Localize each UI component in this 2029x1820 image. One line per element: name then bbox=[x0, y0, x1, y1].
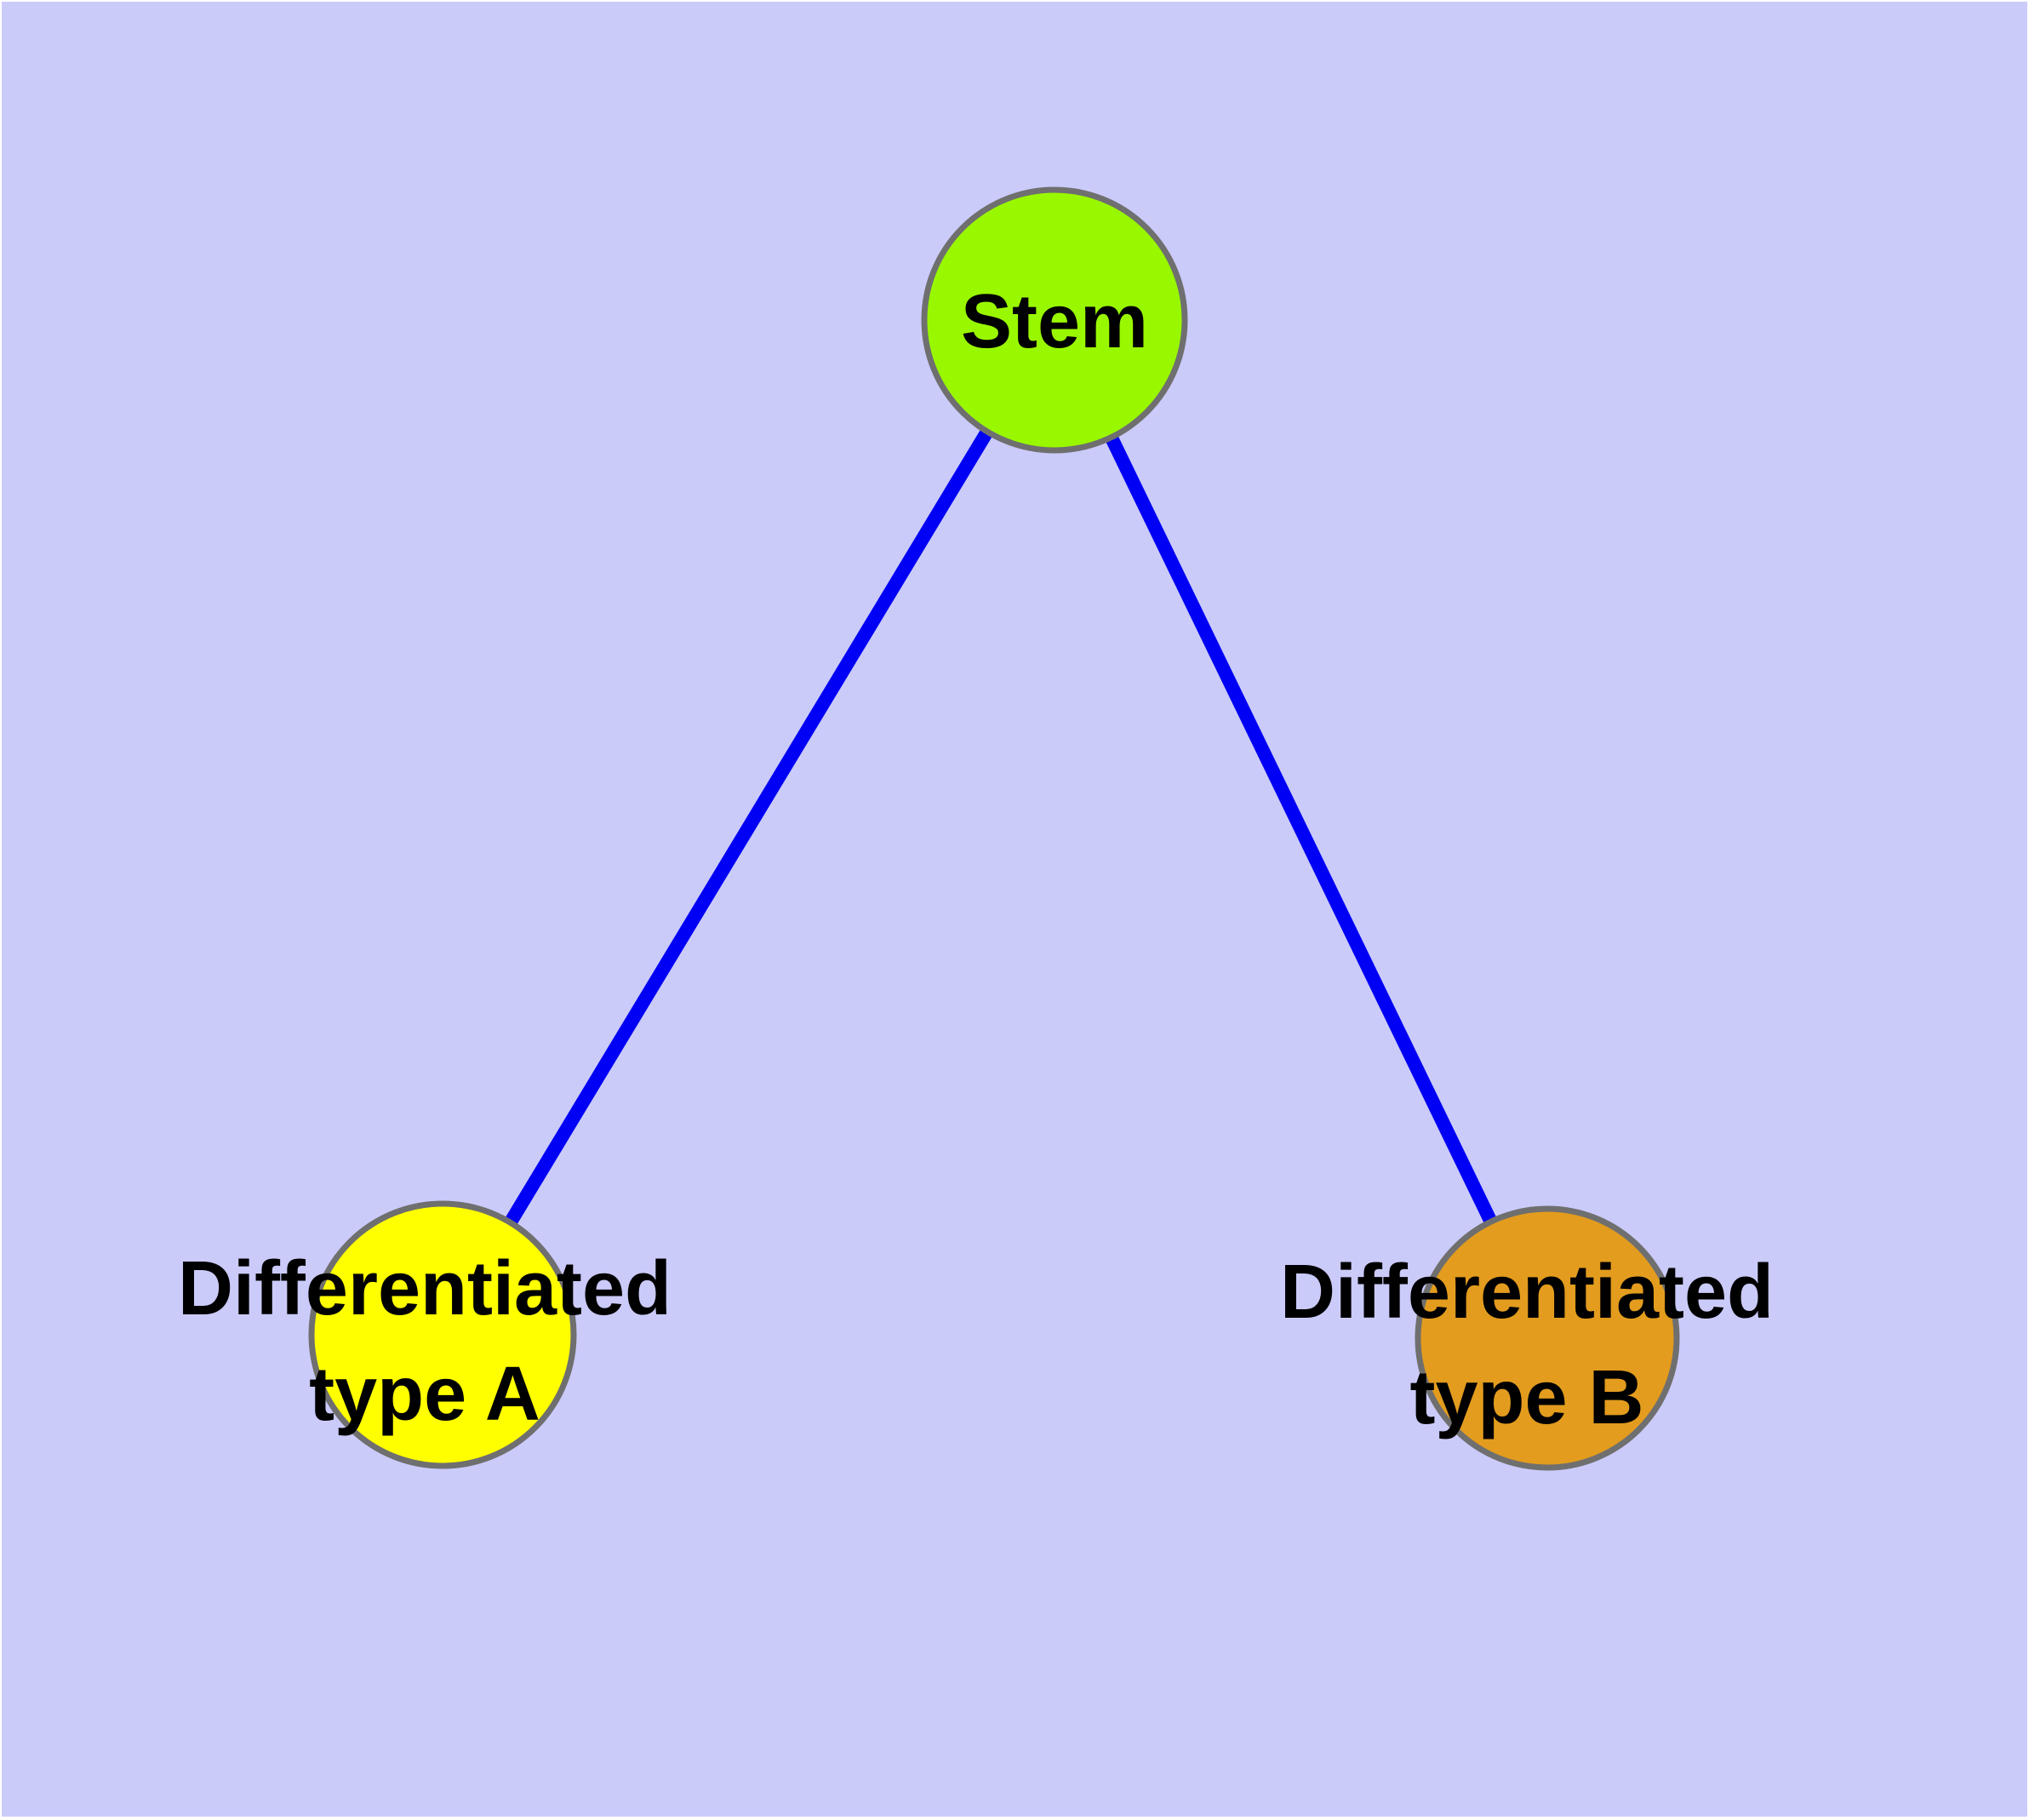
edge-stem-to-type-b bbox=[1048, 317, 1554, 1342]
node-stem-label: Stem bbox=[961, 279, 1148, 364]
node-type-b-circle[interactable] bbox=[1415, 1205, 1680, 1471]
node-type-a-label-line1: Differentiated bbox=[178, 1246, 672, 1331]
node-type-b-label-line1: Differentiated bbox=[1280, 1250, 1774, 1335]
node-type-a-label-line2: type A bbox=[309, 1352, 540, 1437]
node-type-a-circle[interactable] bbox=[308, 1200, 577, 1469]
node-type-b-label-line2: type B bbox=[1409, 1355, 1643, 1440]
node-stem-circle[interactable] bbox=[921, 186, 1188, 454]
edge-stem-to-type-a bbox=[437, 316, 1060, 1339]
